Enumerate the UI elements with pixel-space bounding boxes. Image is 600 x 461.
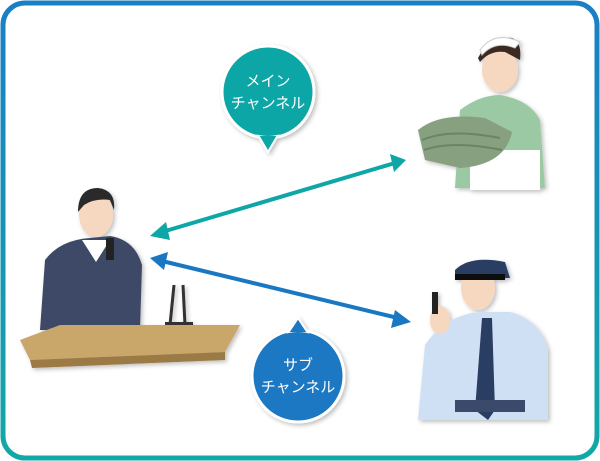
sub-channel-label: サブ チャンネル — [248, 354, 348, 398]
main-channel-line2: チャンネル — [230, 94, 306, 112]
sub-channel-line2: チャンネル — [260, 378, 336, 396]
main-channel-arrow — [150, 154, 406, 240]
dispatcher-illustration — [20, 188, 240, 368]
main-channel-bubble — [220, 44, 316, 154]
security-guard-illustration — [418, 259, 548, 420]
main-channel-line1: メイン — [245, 72, 291, 90]
sub-channel-bubble — [250, 316, 346, 424]
caregiver-illustration — [418, 37, 545, 190]
main-channel-label: メイン チャンネル — [218, 70, 318, 114]
sub-channel-line1: サブ — [282, 356, 313, 374]
sub-channel-arrow — [150, 252, 411, 328]
